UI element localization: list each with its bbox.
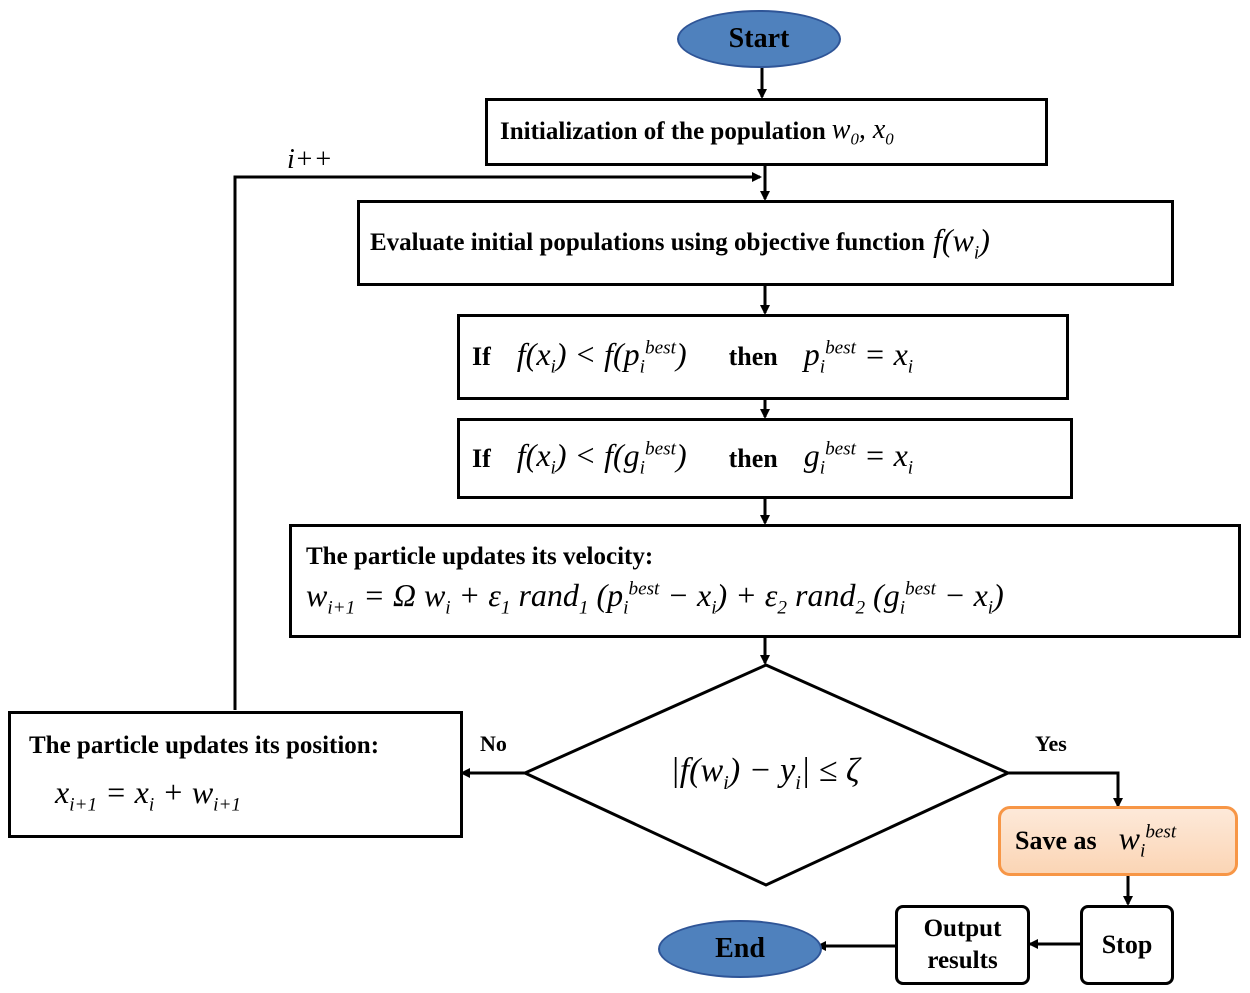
velocity-formula: wi+1 = Ω wi + ε1 rand1 (pibest − xi) + ε…: [306, 576, 1004, 619]
stop-box: Stop: [1080, 905, 1174, 985]
init-box: Initialization of the population w0, x0: [485, 98, 1048, 166]
yes-label: Yes: [1035, 731, 1067, 756]
edge-decision-save: [1008, 771, 1123, 808]
if-gbest-if: If: [472, 443, 491, 473]
decision-condition: |f(wi) − yi| ≤ ζ: [670, 751, 860, 794]
start-label: Start: [728, 23, 790, 54]
init-label: Initialization of the population: [500, 118, 826, 145]
end-terminal: End: [658, 920, 822, 978]
position-title: The particle updates its position:: [29, 732, 380, 760]
stop-label: Stop: [1101, 930, 1153, 959]
no-label: No: [480, 731, 507, 756]
position-box: The particle updates its position: xi+1 …: [8, 711, 463, 838]
evaluate-box: Evaluate initial populations using objec…: [357, 200, 1174, 286]
loop-label: i++: [287, 144, 333, 175]
if-gbest-box: If f(xi) < f(gibest) then gibest = xi: [457, 418, 1073, 499]
output-box: Output results: [895, 905, 1030, 985]
evaluate-math: f(wi): [932, 221, 990, 264]
if-pbest-then: then: [728, 342, 778, 371]
if-pbest-condition: f(xi) < f(pibest): [516, 335, 687, 378]
if-gbest-assign: gibest = xi: [803, 437, 914, 479]
position-formula: xi+1 = xi + wi+1: [55, 774, 242, 816]
save-math: wibest: [1118, 819, 1177, 862]
if-pbest-box: If f(xi) < f(pibest) then pibest = xi: [457, 314, 1069, 400]
if-pbest-if: If: [472, 342, 491, 371]
edge-position-loop: [233, 172, 762, 710]
evaluate-label: Evaluate initial populations using objec…: [370, 229, 925, 256]
save-label: Save as: [1015, 826, 1097, 855]
velocity-title: The particle updates its velocity:: [306, 542, 654, 570]
decision-diamond: [521, 663, 1012, 887]
if-pbest-assign: pibest = xi: [803, 335, 914, 378]
end-label: End: [715, 933, 765, 964]
if-gbest-then: then: [728, 443, 778, 473]
save-box: Save as wibest: [998, 806, 1238, 876]
velocity-box: The particle updates its velocity: wi+1 …: [289, 524, 1241, 638]
start-terminal: Start: [677, 10, 841, 68]
output-label: Output results: [923, 914, 1002, 975]
if-gbest-condition: f(xi) < f(gibest): [516, 437, 687, 479]
init-math: w0, x0: [831, 114, 894, 149]
